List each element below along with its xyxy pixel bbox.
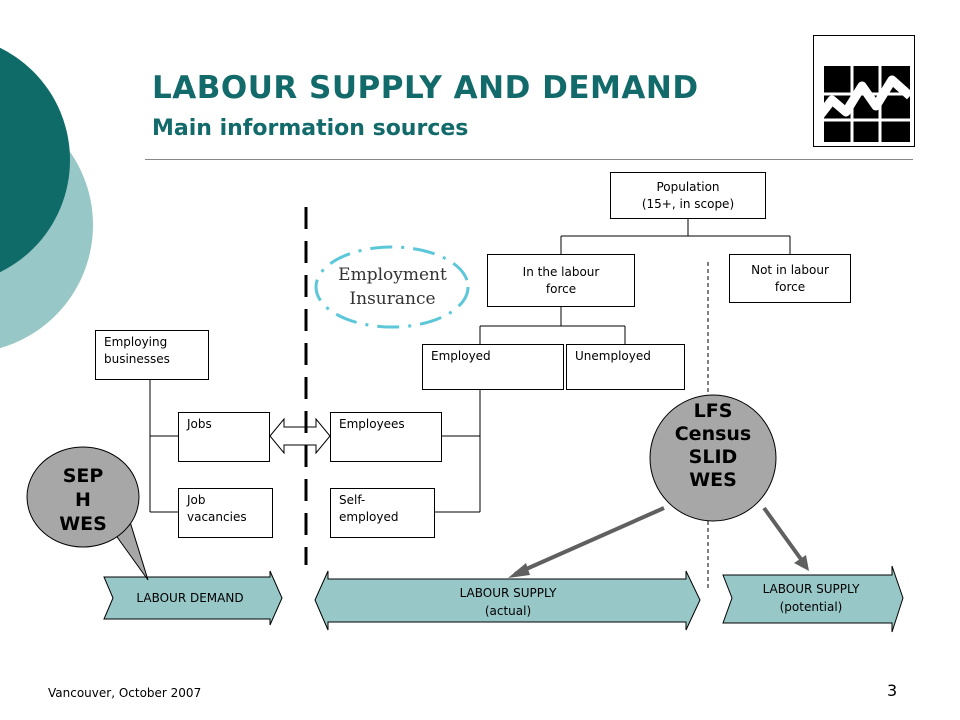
decorative-circles	[0, 47, 93, 349]
lfs-sources-list: LFS Census SLID WES	[674, 400, 752, 491]
employment-insurance-ellipse	[314, 245, 470, 329]
self-employed-box: Self-employed	[330, 488, 435, 538]
footer-location-date: Vancouver, October 2007	[48, 686, 202, 700]
labour-supply-actual-arrow-shape	[314, 570, 701, 631]
labour-supply-potential-label: LABOUR SUPPLY (potential)	[762, 582, 860, 614]
statistics-logo	[813, 35, 915, 147]
employment-insurance-label: Employment Insurance	[338, 265, 447, 309]
labour-demand-label: LABOUR DEMAND	[136, 591, 244, 605]
employees-box: Employees	[330, 412, 442, 462]
population-box: Population(15+, in scope)	[610, 172, 766, 219]
jobs-box: Jobs	[178, 412, 270, 462]
labour-supply-actual-label: LABOUR SUPPLY (actual)	[459, 586, 557, 618]
page-number: 3	[887, 681, 898, 700]
lfs-to-actual-arrowhead	[508, 563, 530, 578]
seph-sources-list: SEP H WES	[59, 465, 107, 535]
unemployed-box: Unemployed	[566, 344, 685, 390]
labour-supply-potential-arrow-shape	[722, 565, 904, 633]
jobs-employees-double-arrow	[269, 417, 331, 455]
employed-box: Employed	[422, 344, 564, 390]
lfs-bubble	[649, 394, 777, 522]
dark-teal-circle	[0, 47, 70, 273]
labour-demand-arrow-shape	[103, 570, 283, 626]
title-divider	[145, 159, 913, 160]
page-subtitle: Main information sources	[152, 116, 469, 141]
lfs-to-potential-arrowhead	[794, 555, 809, 571]
page-title: LABOUR SUPPLY AND DEMAND	[152, 70, 699, 106]
